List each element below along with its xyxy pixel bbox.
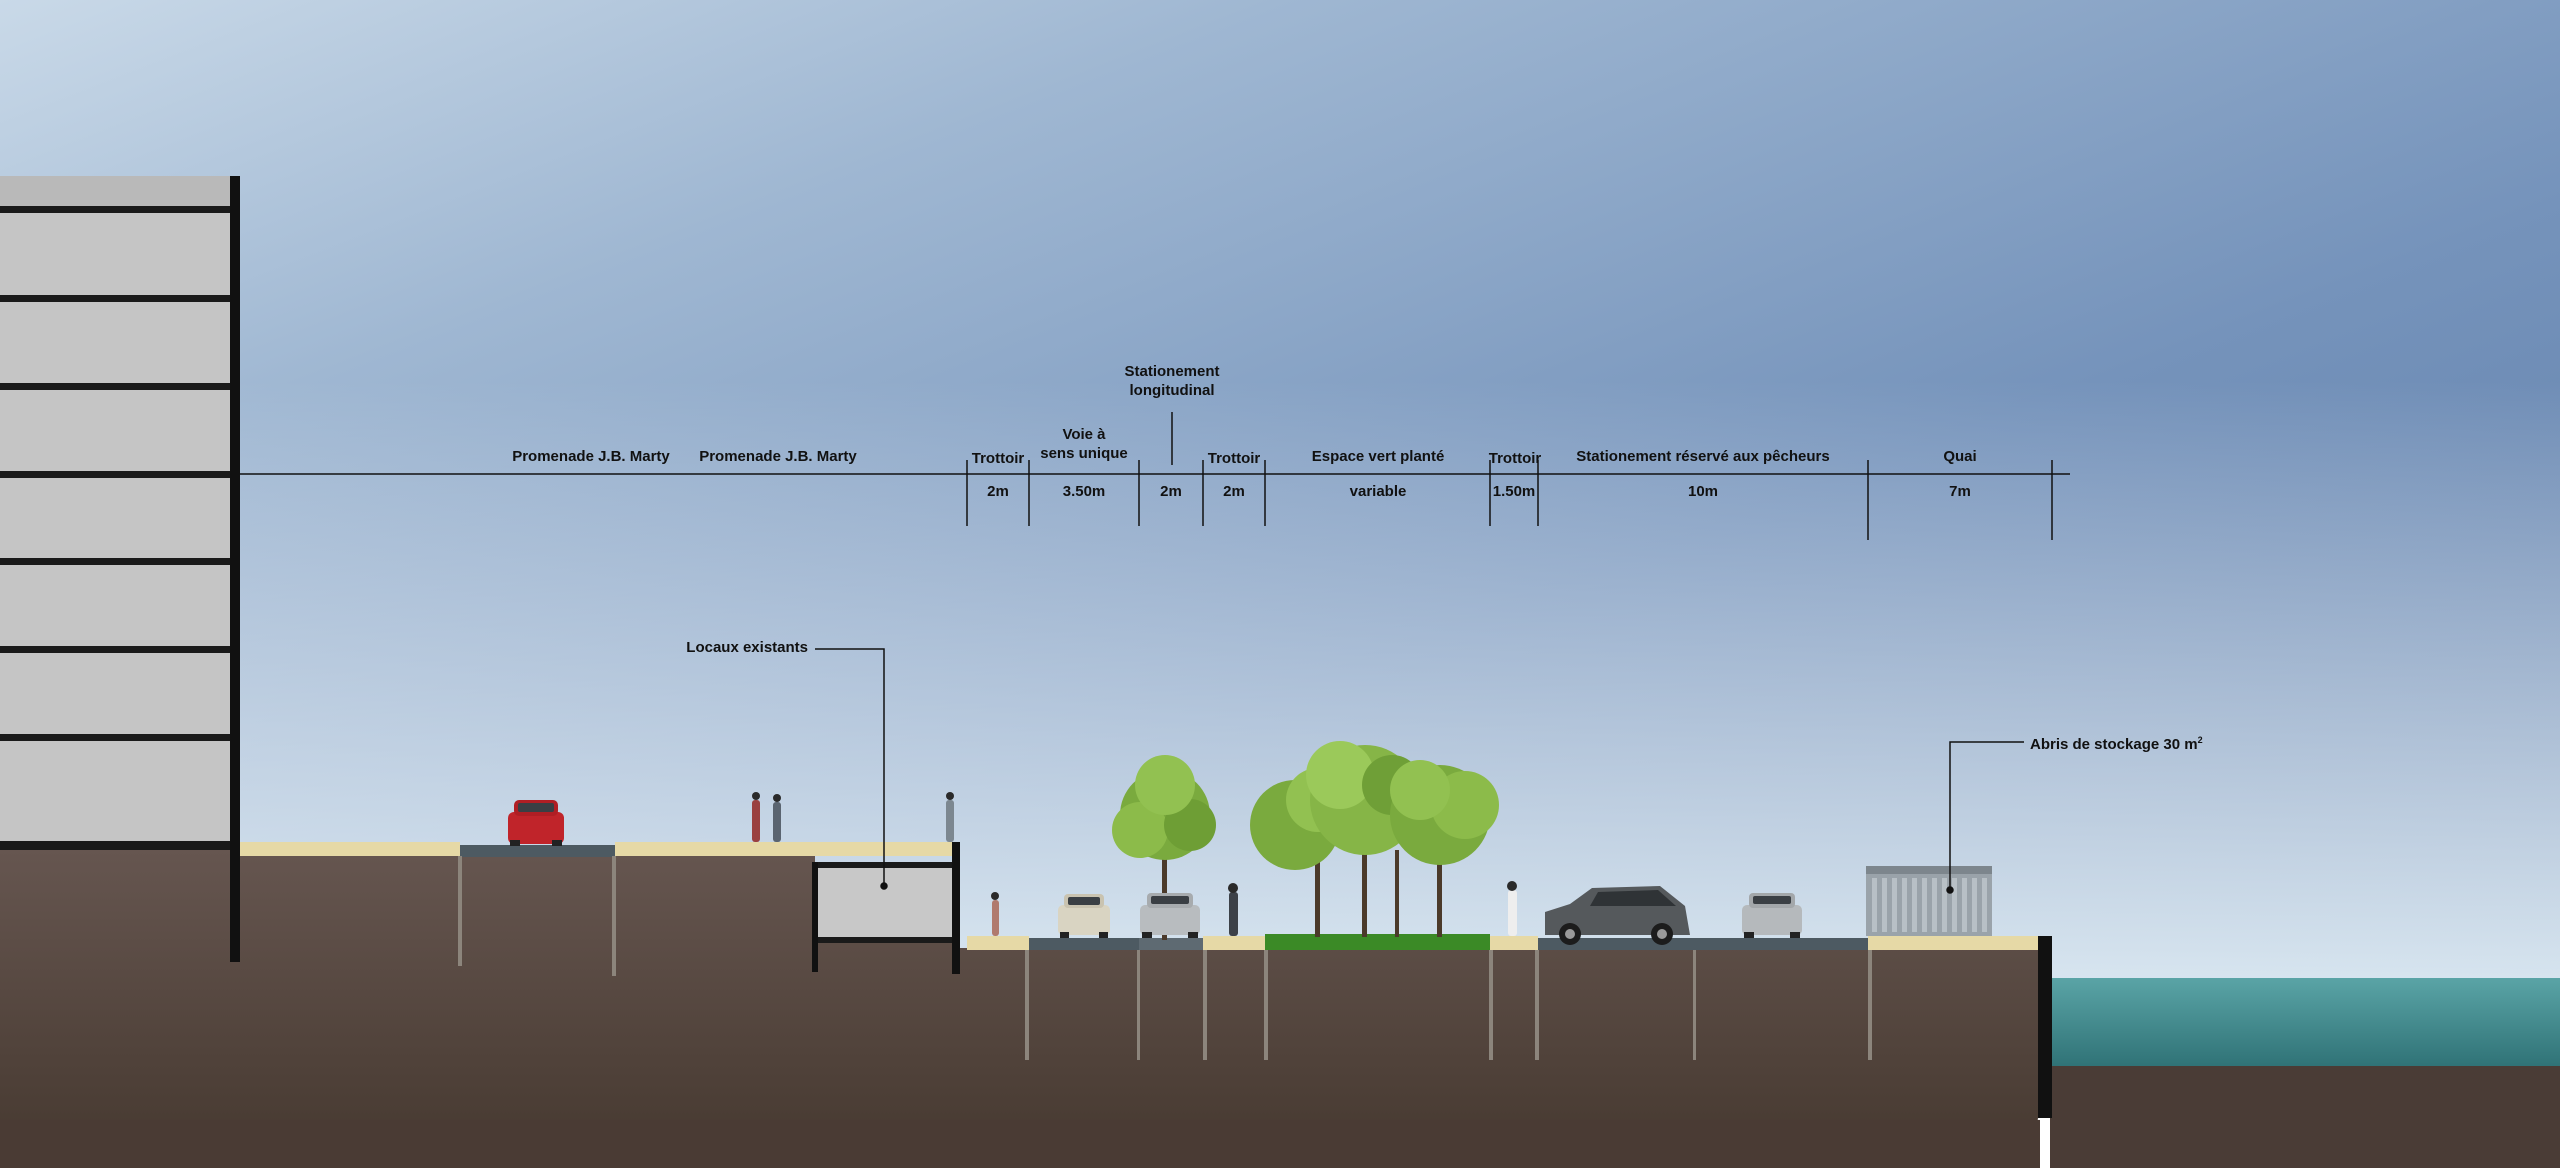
quai-wall	[2038, 936, 2052, 1118]
label-abris-stockage: Abris de stockage 30 m2	[2030, 731, 2203, 754]
voie-surface	[1029, 938, 1139, 950]
leader-abris	[1946, 741, 2024, 894]
river-bed	[2050, 1066, 2560, 1168]
dim-voie: 3.50m	[1062, 483, 1106, 500]
car-beige	[1058, 894, 1110, 938]
promenade-pavement-left	[240, 842, 460, 856]
dim-stationnement: 2m	[1160, 483, 1182, 500]
dim-trottoir-2: 2m	[1223, 483, 1245, 500]
trottoir-1-surface	[967, 936, 1029, 950]
ground	[0, 848, 2038, 1168]
dim-trottoir-1: 2m	[987, 483, 1009, 500]
label-voie-line2: sens unique	[1040, 445, 1128, 462]
pedestrians	[752, 792, 1517, 936]
leader-locaux	[815, 648, 888, 890]
car-red	[508, 800, 564, 846]
car-suv	[1545, 886, 1690, 945]
label-promenade-2: Promenade J.B. Marty	[699, 448, 857, 465]
kerb-lines	[1025, 950, 1872, 1060]
dim-espace-vert: variable	[1349, 483, 1407, 500]
tree-4	[1390, 760, 1499, 937]
label-promenade-1: Promenade J.B. Marty	[512, 448, 670, 465]
label-quai: Quai	[1943, 448, 1977, 465]
espace-vert-surface	[1265, 934, 1490, 950]
dim-trottoir-3: 1.50m	[1492, 483, 1536, 500]
ground-strip	[0, 1120, 2040, 1168]
stationnement-surface	[1139, 938, 1203, 950]
label-trottoir-2: Trottoir	[1207, 450, 1261, 467]
trottoir-2-surface	[1203, 936, 1265, 950]
label-stationnement: Stationement longitudinal	[1124, 362, 1219, 400]
label-trottoir-3: Trottoir	[1488, 450, 1542, 467]
label-abris-sup: 2	[2197, 735, 2203, 745]
label-espace-vert: Espace vert planté	[1311, 448, 1445, 465]
promenade-road	[460, 845, 615, 857]
storage-shelter	[1866, 866, 1992, 936]
label-abris-text: Abris de stockage 30 m	[2030, 736, 2198, 753]
label-stationnement-line2: longitudinal	[1129, 382, 1215, 399]
tree-1	[1112, 755, 1216, 940]
label-stationnement-pecheurs: Stationement réservé aux pêcheurs	[1576, 448, 1830, 465]
existing-building	[0, 176, 240, 962]
label-trottoir-1: Trottoir	[971, 450, 1025, 467]
water	[2050, 978, 2560, 1068]
label-locaux-existants: Locaux existants	[686, 639, 808, 656]
dim-quai: 7m	[1949, 483, 1971, 500]
label-voie-line1: Voie à	[1062, 426, 1106, 443]
dim-stationnement-pecheurs: 10m	[1687, 483, 1719, 500]
dimension-line	[240, 412, 2070, 540]
label-voie: Voie à sens unique	[1040, 425, 1128, 463]
promenade-pavement-right	[615, 842, 955, 856]
label-stationnement-line1: Stationement	[1124, 363, 1220, 380]
trottoir-3-surface	[1490, 936, 1538, 950]
car-silver-2	[1742, 893, 1802, 938]
car-silver-1	[1140, 893, 1200, 938]
stationnement-pecheurs-surface	[1538, 938, 1868, 950]
quai-surface	[1868, 936, 2040, 950]
